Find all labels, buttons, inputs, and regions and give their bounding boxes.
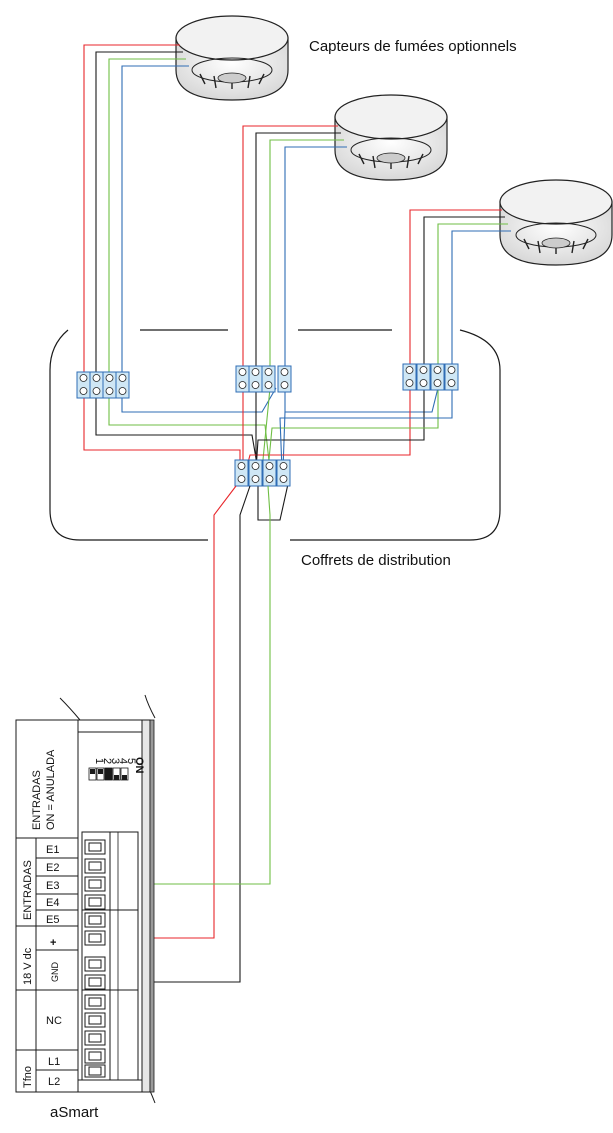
terminal-label-e5: E5 [46,914,59,926]
terminal-block-left [76,371,130,399]
dip-number-3: 3 [109,758,121,764]
panel-terminal [84,1012,106,1028]
terminal-cell [416,363,431,391]
terminal-cell [102,371,117,399]
terminal-cell [444,363,459,391]
terminal-label-e4: E4 [46,897,59,909]
panel-terminal [84,956,106,972]
terminal-label-plus: + [50,937,56,949]
distribution-boxes-label: Coffrets de distribution [301,552,451,569]
terminal-cell [277,365,292,393]
panel-terminal [84,930,106,946]
distribution-box-outline [49,329,501,541]
terminal-cell [262,459,277,487]
panel-terminal [84,1030,106,1046]
terminal-label-l1: L1 [48,1056,60,1068]
terminal-cell [248,365,263,393]
device-name-label: aSmart [50,1104,99,1121]
terminal-cell [248,459,263,487]
junction-wires [83,387,453,521]
panel-terminal [84,876,106,892]
terminal-label-e2: E2 [46,862,59,874]
terminal-cell [235,365,250,393]
smoke-detector-2 [334,94,448,181]
terminal-cell [234,459,249,487]
terminal-cell [261,365,276,393]
dip-number-4: 4 [117,758,129,764]
group-label-phone: Tfno [22,1066,34,1088]
terminal-cell [402,363,417,391]
panel-header-line1: ENTRADAS [31,770,43,830]
terminal-label-gnd: GND [50,962,60,983]
panel-terminal [84,894,106,910]
terminal-label-e1: E1 [46,844,59,856]
terminal-block-right [402,363,459,391]
smoke-detectors-label: Capteurs de fumées optionnels [309,38,517,55]
terminal-label-nc: NC [46,1015,62,1027]
terminal-block-junction [234,459,291,487]
panel-header-line2: ON = ANULADA [45,749,57,830]
panel-terminal [84,1064,106,1078]
group-label-inputs: ENTRADAS [22,860,34,920]
terminal-cell [76,371,91,399]
smoke-detector-1 [175,15,289,101]
terminal-cell [89,371,104,399]
terminal-label-l2: L2 [48,1076,60,1088]
panel-terminal [84,858,106,874]
terminal-cell [115,371,130,399]
terminal-cell [276,459,291,487]
panel-terminal [84,1048,106,1064]
dip-on-label: ON [133,757,145,774]
smoke-detector-3 [499,179,613,266]
group-label-power: 18 V dc [22,947,34,985]
panel-terminal [84,994,106,1010]
asmart-panel: ENTRADAS ON = ANULADA ON 1 2 3 4 5 ENTRA… [15,694,156,1104]
terminal-label-e3: E3 [46,880,59,892]
dip-switch [88,755,138,825]
dip-number-1: 1 [93,758,105,764]
dip-number-5: 5 [125,758,137,764]
dip-number-2: 2 [101,758,113,764]
panel-terminal [84,839,106,855]
terminal-block-middle [235,365,292,393]
panel-terminal [84,912,106,928]
detector-wires [83,44,511,372]
terminal-cell [430,363,445,391]
panel-terminal [84,974,106,990]
